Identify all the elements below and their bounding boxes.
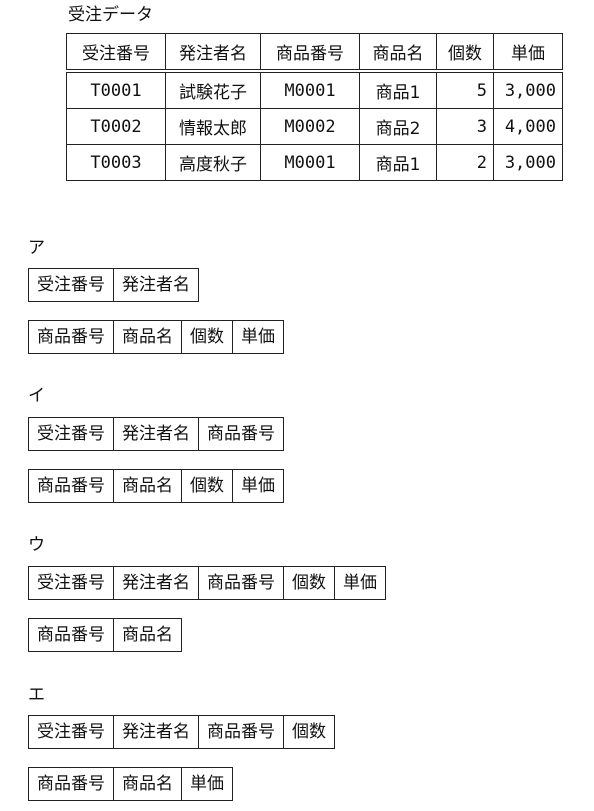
relation-attribute: 商品番号	[29, 470, 114, 502]
table-cell: 3	[436, 108, 494, 145]
column-header: 単価	[493, 33, 563, 72]
relation-box: 商品番号 商品名	[28, 618, 182, 652]
relation-attribute: 商品名	[114, 321, 182, 353]
relation-box: 商品番号 商品名 個数 単価	[28, 469, 284, 503]
table-row: T0003 高度秋子 M0001 商品1 2 3,000	[66, 144, 563, 181]
option-label: ア	[28, 238, 45, 258]
relation-box: 受注番号 発注者名 商品番号	[28, 417, 284, 451]
table-cell: T0001	[66, 70, 166, 109]
table-cell: 商品2	[359, 108, 437, 145]
relation-attribute: 受注番号	[29, 418, 114, 450]
table-cell: T0002	[66, 108, 166, 145]
relation-attribute: 単価	[241, 327, 275, 347]
table-cell: 情報太郎	[165, 108, 261, 145]
table-cell: 商品1	[359, 144, 437, 181]
relation-attribute: 商品番号	[207, 424, 275, 444]
table-cell: 商品1	[359, 70, 437, 109]
relation-attribute: 商品名	[114, 768, 182, 800]
data-title: 受注データ	[68, 5, 153, 25]
column-header: 商品名	[359, 33, 437, 72]
table-cell: 5	[436, 70, 494, 109]
relation-box: 商品番号 商品名 単価	[28, 767, 233, 801]
relation-attribute: 受注番号	[29, 269, 114, 301]
table-cell: M0002	[260, 108, 360, 145]
table-cell: M0001	[260, 70, 360, 109]
relation-attribute: 商品番号	[29, 619, 114, 651]
relation-attribute: 単価	[190, 774, 224, 794]
table-cell: 3,000	[493, 70, 563, 109]
table-cell: T0003	[66, 144, 166, 181]
column-header: 商品番号	[260, 33, 360, 72]
relation-attribute: 個数	[284, 567, 335, 599]
table-row: T0001 試験花子 M0001 商品1 5 3,000	[66, 70, 563, 109]
table-cell: M0001	[260, 144, 360, 181]
relation-attribute: 個数	[292, 722, 326, 742]
relation-box: 受注番号 発注者名 商品番号 個数	[28, 715, 335, 749]
table-cell: 3,000	[493, 144, 563, 181]
relation-attribute: 発注者名	[114, 567, 199, 599]
relation-attribute: 商品名	[122, 625, 173, 645]
relation-attribute: 発注者名	[114, 716, 199, 748]
table-header-row: 受注番号 発注者名 商品番号 商品名 個数 単価	[66, 33, 563, 72]
table-cell: 4,000	[493, 108, 563, 145]
relation-attribute: 商品番号	[29, 768, 114, 800]
relation-attribute: 商品名	[114, 470, 182, 502]
relation-box: 受注番号 発注者名	[28, 268, 199, 302]
option-label: イ	[28, 386, 45, 406]
table-row: T0002 情報太郎 M0002 商品2 3 4,000	[66, 108, 563, 145]
relation-attribute: 単価	[241, 476, 275, 496]
relation-attribute: 発注者名	[122, 275, 190, 295]
order-data-table: 受注番号 発注者名 商品番号 商品名 個数 単価 T0001 試験花子 M000…	[66, 33, 563, 181]
table-cell: 試験花子	[165, 70, 261, 109]
relation-attribute: 個数	[182, 470, 233, 502]
relation-attribute: 受注番号	[29, 716, 114, 748]
relation-attribute: 商品番号	[199, 567, 284, 599]
relation-attribute: 発注者名	[114, 418, 199, 450]
relation-box: 商品番号 商品名 個数 単価	[28, 320, 284, 354]
relation-attribute: 商品番号	[199, 716, 284, 748]
column-header: 発注者名	[165, 33, 261, 72]
option-label: ウ	[28, 535, 45, 555]
table-cell: 2	[436, 144, 494, 181]
relation-box: 受注番号 発注者名 商品番号 個数 単価	[28, 566, 386, 600]
relation-attribute: 受注番号	[29, 567, 114, 599]
table-cell: 高度秋子	[165, 144, 261, 181]
column-header: 個数	[436, 33, 494, 72]
relation-attribute: 個数	[182, 321, 233, 353]
option-label: エ	[28, 685, 45, 705]
column-header: 受注番号	[66, 33, 166, 72]
relation-attribute: 単価	[343, 573, 377, 593]
relation-attribute: 商品番号	[29, 321, 114, 353]
